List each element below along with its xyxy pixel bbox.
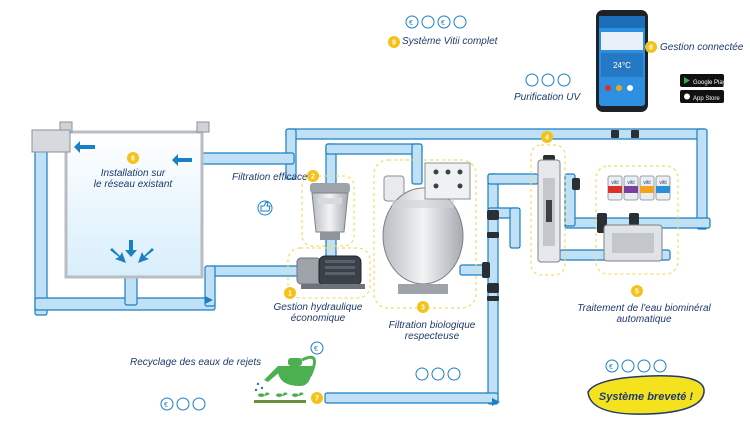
- label-gestion-connectee: Gestion connectée: [660, 42, 744, 53]
- step-marker-label: 7: [315, 396, 319, 403]
- step-marker-label: 4: [545, 135, 549, 142]
- label-installation-line-1: Installation sur: [100, 168, 166, 179]
- label-filtration-biologique-line-2: respecteuse: [404, 331, 460, 342]
- label-traitement-line-2: automatique: [616, 314, 672, 325]
- patent-badge-text: Système breveté !: [599, 391, 693, 403]
- uv-unit: [537, 159, 561, 263]
- step-marker-label: 9: [392, 40, 396, 47]
- svg-text:€: €: [609, 364, 613, 371]
- step-marker-label: 1: [288, 291, 292, 298]
- phone-temperature: 24°C: [613, 61, 631, 70]
- pool-tank: [31, 121, 210, 279]
- svg-text:€: €: [314, 346, 318, 353]
- step-marker-label: 2: [311, 174, 315, 181]
- step-markers: [127, 36, 657, 404]
- svg-text:€: €: [164, 402, 168, 409]
- pump: [296, 255, 365, 289]
- smartphone-icon: [596, 10, 648, 112]
- plant-icons: [254, 392, 306, 403]
- bottle-label: vitii: [611, 180, 618, 186]
- bottle-label: vitii: [643, 180, 650, 186]
- benefit-icons-uv: [525, 73, 571, 87]
- watering-can-icon: [254, 355, 316, 392]
- benefit-icons-bottom: [415, 367, 461, 381]
- benefit-icons-top: € €: [405, 15, 467, 29]
- google-play-badge[interactable]: Google Play: [680, 74, 726, 87]
- google-play-label: Google Play: [693, 80, 726, 86]
- label-traitement-line-1: Traitement de l'eau biominéral: [577, 303, 711, 314]
- label-gestion-hydraulique-line-2: économique: [290, 313, 346, 324]
- bottle-label: vitii: [659, 180, 666, 186]
- svg-text:€: €: [409, 20, 413, 27]
- treatment-bottles: [607, 175, 671, 201]
- app-store-badge[interactable]: App Store: [680, 90, 724, 103]
- pre-filter: [310, 183, 350, 240]
- thumbs-up-icon: [257, 200, 273, 216]
- step-marker-label: 5: [635, 289, 639, 296]
- label-filtration-biologique-line-1: Filtration biologique: [388, 320, 476, 331]
- label-filtration-efficace: Filtration efficace: [232, 172, 308, 183]
- label-installation: Installation sur le réseau existant: [84, 168, 182, 190]
- label-systeme-complet: Système Vitii complet: [402, 36, 498, 47]
- treatment-unit: [603, 224, 663, 262]
- label-installation-line-2: le réseau existant: [93, 179, 173, 190]
- label-traitement: Traitement de l'eau biominéral automatiq…: [574, 303, 714, 325]
- step-marker-label: 8: [649, 45, 653, 52]
- sand-filter: [382, 162, 471, 294]
- step-marker-label: 3: [421, 305, 425, 312]
- label-gestion-hydraulique: Gestion hydraulique économique: [268, 302, 368, 324]
- group-outlines: [287, 144, 679, 309]
- svg-text:€: €: [441, 20, 445, 27]
- label-purification-uv: Purification UV: [514, 92, 581, 103]
- benefit-icons-right: €: [605, 359, 667, 373]
- app-store-label: App Store: [693, 96, 720, 102]
- label-recyclage: Recyclage des eaux de rejets: [130, 357, 262, 368]
- bottle-label: vitii: [627, 180, 634, 186]
- benefit-icons-recyclage: €: [160, 397, 206, 411]
- label-filtration-biologique: Filtration biologique respecteuse: [382, 320, 482, 342]
- step-marker-label: 6: [131, 156, 135, 163]
- label-gestion-hydraulique-line-1: Gestion hydraulique: [273, 302, 363, 313]
- patent-badge: [587, 375, 705, 415]
- benefit-icons-pump: €: [310, 341, 324, 355]
- flow-arrows: [205, 296, 500, 406]
